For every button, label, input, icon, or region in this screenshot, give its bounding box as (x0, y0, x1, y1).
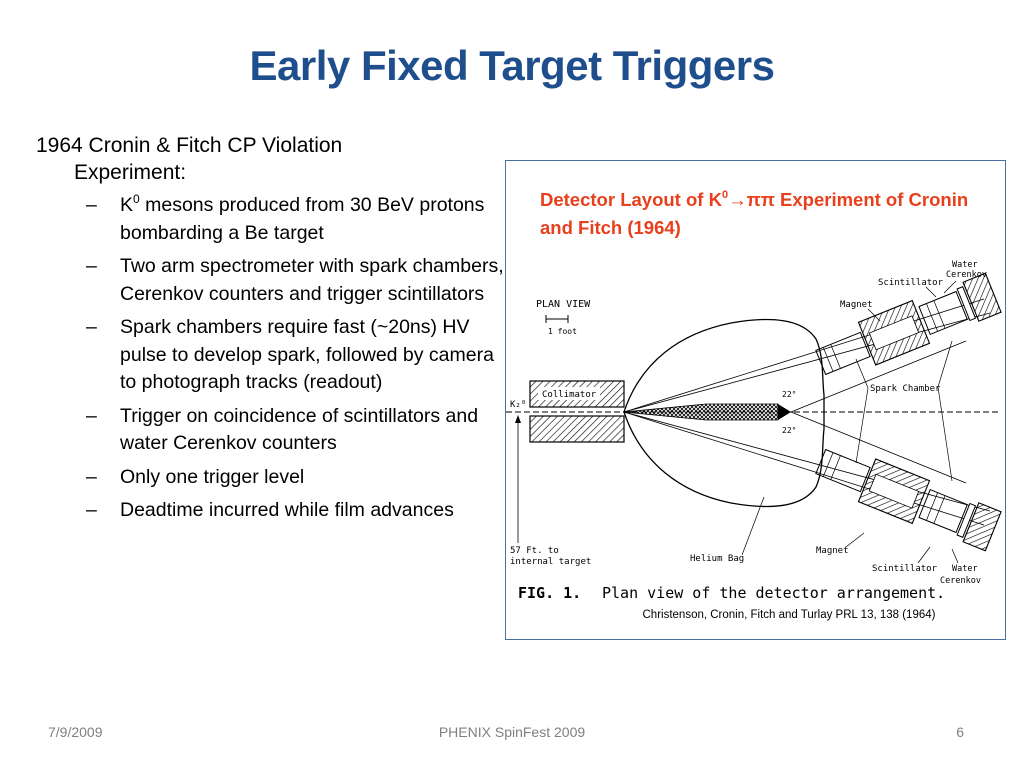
dash-marker: – (86, 465, 97, 488)
lower-ray (790, 411, 967, 484)
angle-label-top: 22° (782, 390, 796, 399)
citation: Christenson, Cronin, Fitch and Turlay PR… (642, 609, 936, 621)
caption-arrow: →ππ (728, 189, 775, 210)
caption-text: Detector Layout of K (540, 189, 722, 210)
figure-caption: Detector Layout of K0→ππ Experiment of C… (540, 186, 995, 242)
sub-bullet-text: Deadtime incurred while film advances (120, 499, 454, 521)
dash-marker: – (86, 194, 97, 216)
collimator-label: Collimator (542, 390, 597, 400)
footer-date: 7/9/2009 (48, 724, 103, 740)
upper-water-cerenkov (962, 272, 1002, 322)
sub-bullet-deadtime: – Deadtime incurred while film advances (36, 497, 506, 525)
spark-chamber-label: Spark Chamber (870, 384, 941, 394)
sub-bullet-kaon: – K0 mesons produced from 30 BeV protons… (36, 192, 506, 247)
fig-text: Plan view of the detector arrangement. (602, 584, 945, 602)
distance-label-1: 57 Ft. to (510, 546, 559, 556)
sub-bullet-spark-chambers: – Spark chambers require fast (~20ns) HV… (36, 314, 506, 397)
main-bullet: 1964 Cronin & Fitch CP Violation Experim… (36, 132, 506, 186)
sub-bullet-trigger: – Trigger on coincidence of scintillator… (36, 403, 506, 458)
upper-scintillator (956, 286, 977, 322)
lower-ray (623, 411, 991, 512)
distance-label-2: internal target (510, 557, 591, 567)
collimator-lower (529, 415, 625, 443)
sub-bullet-text: K (120, 194, 134, 216)
dash-marker: – (86, 404, 97, 427)
upper-spark-chamber (815, 331, 871, 376)
slide-title: Early Fixed Target Triggers (249, 42, 775, 89)
magnet-top-label: Magnet (840, 300, 873, 310)
sub-bullet-text: Only one trigger level (120, 465, 305, 488)
helium-bag-label: Helium Bag (690, 554, 744, 564)
caption-text: Experiment of Cronin and Fitch (1964) (540, 189, 969, 238)
sub-bullet-spectrometer: – Two arm spectrometer with spark chambe… (36, 253, 506, 308)
plan-view-label: PLAN VIEW (536, 299, 591, 310)
water-cerenkov-top-label-2: Cerenkov (946, 270, 987, 280)
scale-label: 1 foot (548, 327, 577, 336)
water-cerenkov-bottom-label-1: Water (952, 564, 978, 574)
superscript: 0 (133, 191, 140, 206)
upper-ray (790, 340, 967, 413)
main-bullet-line-1: 1964 Cronin & Fitch CP Violation (36, 134, 343, 157)
lower-arm (815, 448, 1002, 552)
scintillator-bottom-label: Scintillator (872, 564, 938, 574)
dash-marker: – (86, 316, 97, 338)
lower-spark-chamber-rear (918, 488, 968, 534)
sub-bullet-text: Trigger on coincidence of scintillators … (120, 404, 479, 455)
fig-number: FIG. 1. (518, 584, 581, 602)
sub-bullet-text: Two arm spectrometer with spark chambers… (120, 255, 504, 305)
beam-label: K₂⁰ (510, 400, 526, 410)
sub-bullet-trigger-level: – Only one trigger level (36, 464, 506, 492)
main-bullet-line-2: Experiment: (74, 161, 187, 184)
dash-marker: – (86, 499, 97, 521)
figure-panel: Detector Layout of K0→ππ Experiment of C… (505, 160, 1006, 640)
water-cerenkov-bottom-label-2: Cerenkov (940, 576, 981, 586)
page-number: 6 (956, 724, 964, 740)
detector-diagram: PLAN VIEW 1 foot Collimator K₂⁰ 22° 22° (506, 260, 1002, 602)
target-region (623, 403, 779, 421)
upper-ray (623, 312, 991, 413)
lower-spark-chamber (815, 448, 871, 493)
lower-scintillator (956, 502, 977, 538)
footer-title: PHENIX SpinFest 2009 (438, 724, 586, 740)
upper-spark-chamber-rear (918, 290, 968, 336)
sub-bullet-text: Spark chambers require fast (~20ns) HV p… (120, 316, 494, 393)
sub-bullet-text: mesons produced from 30 BeV protons bomb… (120, 194, 485, 244)
upper-arm (815, 272, 1002, 376)
helium-bag (623, 318, 825, 508)
magnet-bottom-label: Magnet (816, 546, 849, 556)
angle-label-bottom: 22° (782, 426, 796, 435)
bullet-list: 1964 Cronin & Fitch CP Violation Experim… (36, 132, 506, 525)
water-cerenkov-top-label-1: Water (952, 260, 978, 270)
scintillator-top-label: Scintillator (878, 278, 944, 288)
lower-water-cerenkov (962, 502, 1002, 552)
caption-superscript: 0 (721, 188, 729, 201)
dash-marker: – (86, 255, 97, 277)
